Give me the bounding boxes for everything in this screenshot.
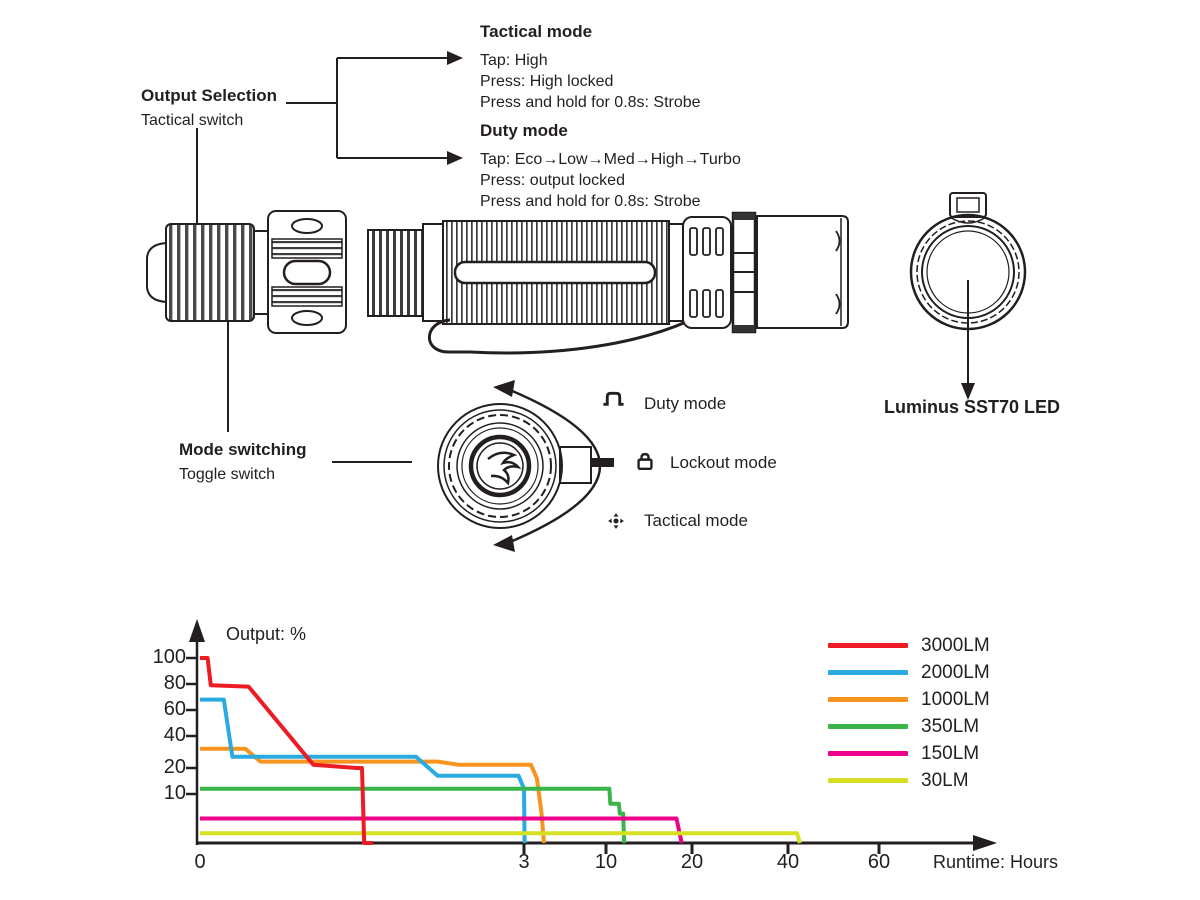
chart-axes [189,619,997,851]
series-line-150LM [200,816,684,844]
legend-label: 30LM [921,769,969,791]
rotation-arc [509,388,602,544]
tailcap-knurled-ring [165,223,255,322]
chart-legend: 3000LM 2000LM 1000LM 350LM 150LM 30LM [828,632,990,794]
legend-row: 30LM [828,767,990,794]
mode-switching-title: Mode switching [179,440,307,459]
legend-swatch [828,643,908,648]
mode-switching-label: Mode switching Toggle switch [179,440,307,485]
flashlight-head [756,215,849,329]
legend-row: 3000LM [828,632,990,659]
legend-swatch [828,697,908,702]
tactical-mode-block: Tactical mode Tap: High Press: High lock… [480,22,701,113]
chart-curves [186,656,881,854]
output-selection-title: Output Selection [141,86,277,105]
brand-falcon-logo-icon [487,451,522,486]
legend-label: 3000LM [921,634,990,656]
tailcap-collar [253,230,269,315]
banded-ring [731,211,757,334]
legend-row: 350LM [828,713,990,740]
clip-collar [422,223,444,322]
series-line-1000LM [200,746,546,844]
x-axis-label: Runtime: Hours [933,852,1059,872]
x-axis-arrowhead [973,835,997,851]
series-line-30LM [200,831,802,844]
series-line-3000LM [200,656,373,845]
flashlight-front-view [909,192,1027,400]
led-label: Luminus SST70 LED [884,397,1061,417]
legend-label: 2000LM [921,661,990,683]
tactical-mode-line: Press: High locked [480,73,614,90]
duty-mode-title: Duty mode [480,121,568,140]
legend-swatch [828,724,908,729]
legend-row: 2000LM [828,659,990,686]
tube-groove [453,260,657,285]
tail-switch-boot [146,241,168,304]
series-line-350LM [200,786,627,844]
duty-mode-item: Duty mode [644,394,727,413]
threads [367,229,424,317]
arrowhead-tactical [447,51,463,65]
legend-swatch [828,751,908,756]
mode-switching-subtitle: Toggle switch [179,466,276,483]
tactical-mode-line: Tap: High [480,52,548,69]
toggle-ring [267,210,347,334]
duty-mode-line: Press and hold for 0.8s: Strobe [480,193,701,210]
legend-swatch [828,778,908,783]
duty-mode-line: Tap: Eco→Low→Med→High→Turbo [480,151,741,168]
mode-dial [437,380,614,552]
body-ring [668,223,684,322]
tactical-mode-line: Press and hold for 0.8s: Strobe [480,94,701,111]
legend-label: 350LM [921,715,980,737]
dial-indicator-mark [592,458,614,467]
front-tab [949,192,987,218]
duty-mode-line: Press: output locked [480,172,625,189]
tactical-mode-title: Tactical mode [480,22,593,41]
led-pointer-arrowhead [961,383,975,400]
legend-swatch [828,670,908,675]
pocket-clip [427,318,687,355]
legend-label: 1000LM [921,688,990,710]
arrowhead-duty [447,151,463,165]
cycle-icon [602,388,625,416]
lock-icon [634,450,656,477]
legend-row: 1000LM [828,686,990,713]
legend-label: 150LM [921,742,980,764]
tactical-mode-item: Tactical mode [644,511,748,530]
legend-row: 150LM [828,740,990,767]
rotation-arrowhead-top [493,380,515,397]
output-selection-subtitle: Tactical switch [141,112,244,129]
y-axis-label: Output: % [226,624,307,644]
duty-mode-block: Duty mode Tap: Eco→Low→Med→High→Turbo Pr… [480,121,741,212]
series-line-2000LM [200,697,527,844]
flashlight-side-view [146,210,849,355]
rotation-arrowhead-bottom [493,535,515,552]
output-selection-label: Output Selection Tactical switch [141,86,277,131]
slotted-ring [682,216,732,329]
tactical-dot-icon [607,512,625,535]
dial-tab [559,446,592,484]
lockout-mode-item: Lockout mode [670,453,777,472]
y-axis-arrowhead [189,619,205,642]
